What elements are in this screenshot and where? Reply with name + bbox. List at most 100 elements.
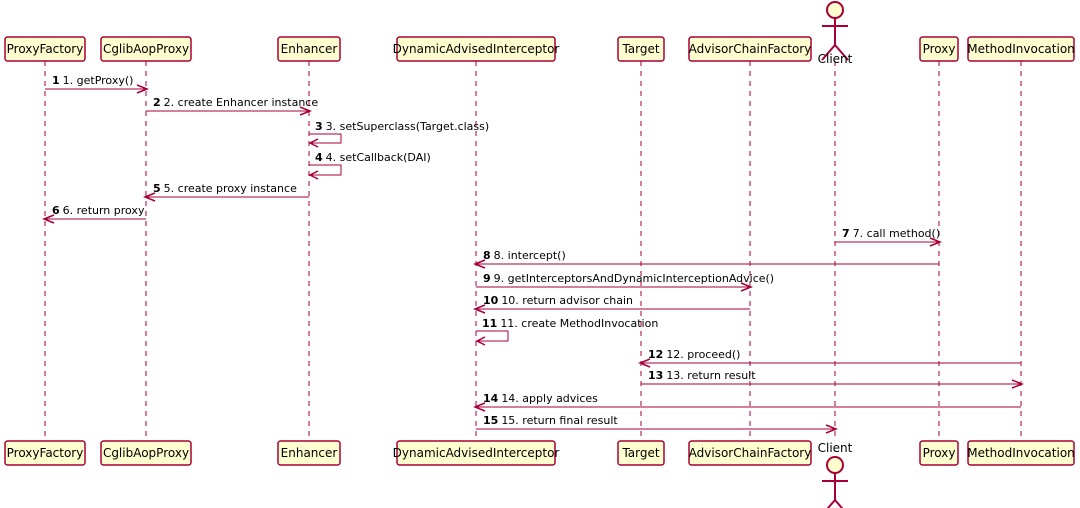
arrowhead-icon xyxy=(472,259,486,269)
participant-label: Proxy xyxy=(923,42,956,56)
arrowhead-icon xyxy=(929,237,943,247)
participant-label: Enhancer xyxy=(281,446,338,460)
message-text: 13. return result xyxy=(666,369,756,382)
participant-label: AdvisorChainFactory xyxy=(689,42,812,56)
message-line xyxy=(476,330,509,342)
message-text: 14. apply advices xyxy=(501,392,598,405)
message-text: 3. setSuperclass(Target.class) xyxy=(326,120,490,133)
message-number: 12 xyxy=(648,348,663,361)
participant-proxy-bottom: Proxy xyxy=(919,440,959,466)
participant-enhancer-top: Enhancer xyxy=(277,36,341,62)
message-number: 14 xyxy=(483,392,499,405)
arrowhead-icon xyxy=(740,282,754,292)
message-number: 3 xyxy=(315,120,323,133)
actor-body-icon xyxy=(822,473,848,508)
actor-head-icon xyxy=(826,456,844,474)
arrowhead-icon xyxy=(136,84,150,94)
participant-box xyxy=(277,440,341,466)
participant-box xyxy=(617,36,665,62)
message-number: 6 xyxy=(52,204,60,217)
participant-box xyxy=(967,440,1075,466)
participant-proxyfactory-bottom: ProxyFactory xyxy=(4,440,86,466)
participant-box xyxy=(396,440,556,466)
participant-label: DynamicAdvisedInterceptor xyxy=(393,42,560,56)
participant-dai-bottom: DynamicAdvisedInterceptor xyxy=(393,440,560,466)
arrowhead-icon xyxy=(299,106,313,116)
actor-label: Client xyxy=(818,52,853,66)
message-text: 5. create proxy instance xyxy=(164,182,297,195)
message-line xyxy=(309,133,342,144)
arrowhead-icon xyxy=(1011,379,1025,389)
participant-box xyxy=(100,36,192,62)
participant-label: Target xyxy=(621,42,659,56)
participant-advisorchainfactory-bottom: AdvisorChainFactory xyxy=(688,440,812,466)
message-text: 6. return proxy xyxy=(63,204,145,217)
arrowhead-icon xyxy=(475,336,486,346)
message-text: 2. create Enhancer instance xyxy=(164,96,319,109)
actor-client-top: Client xyxy=(818,1,853,66)
participant-label: Target xyxy=(621,446,659,460)
message-number: 10 xyxy=(483,294,499,307)
participant-box xyxy=(396,36,556,62)
participant-box xyxy=(100,440,192,466)
message-text: 15. return final result xyxy=(501,414,618,427)
arrowhead-icon xyxy=(41,214,55,224)
participant-label: MethodInvocation xyxy=(967,446,1075,460)
message-text: 12. proceed() xyxy=(666,348,740,361)
participant-box xyxy=(919,440,959,466)
message-number: 9 xyxy=(483,272,491,285)
message-text: 4. setCallback(DAI) xyxy=(326,151,431,164)
message-number: 15 xyxy=(483,414,498,427)
participant-target-bottom: Target xyxy=(617,440,665,466)
participant-label: DynamicAdvisedInterceptor xyxy=(393,446,560,460)
participant-label: MethodInvocation xyxy=(967,42,1075,56)
participant-box xyxy=(967,36,1075,62)
arrowhead-icon xyxy=(472,304,486,314)
participant-enhancer-bottom: Enhancer xyxy=(277,440,341,466)
participant-box xyxy=(617,440,665,466)
message-number: 8 xyxy=(483,249,491,262)
message-text: 9. getInterceptorsAndDynamicInterception… xyxy=(494,272,774,285)
participant-methodinvocation-top: MethodInvocation xyxy=(967,36,1075,62)
participant-label: AdvisorChainFactory xyxy=(689,446,812,460)
participant-dai-top: DynamicAdvisedInterceptor xyxy=(393,36,560,62)
participant-label: Enhancer xyxy=(281,42,338,56)
message-number: 11 xyxy=(482,317,497,330)
participant-box xyxy=(4,440,86,466)
participant-methodinvocation-bottom: MethodInvocation xyxy=(967,440,1075,466)
participant-box xyxy=(688,440,812,466)
message-number: 7 xyxy=(842,227,850,240)
actor-head-icon xyxy=(826,1,844,19)
message-number: 4 xyxy=(315,151,323,164)
arrowhead-icon xyxy=(142,192,156,202)
actor-body-icon xyxy=(821,18,849,61)
participant-label: CglibAopProxy xyxy=(103,446,189,460)
participant-cglibaopproxy-top: CglibAopProxy xyxy=(100,36,192,62)
message-line xyxy=(309,164,342,176)
arrowhead-icon xyxy=(308,170,319,180)
